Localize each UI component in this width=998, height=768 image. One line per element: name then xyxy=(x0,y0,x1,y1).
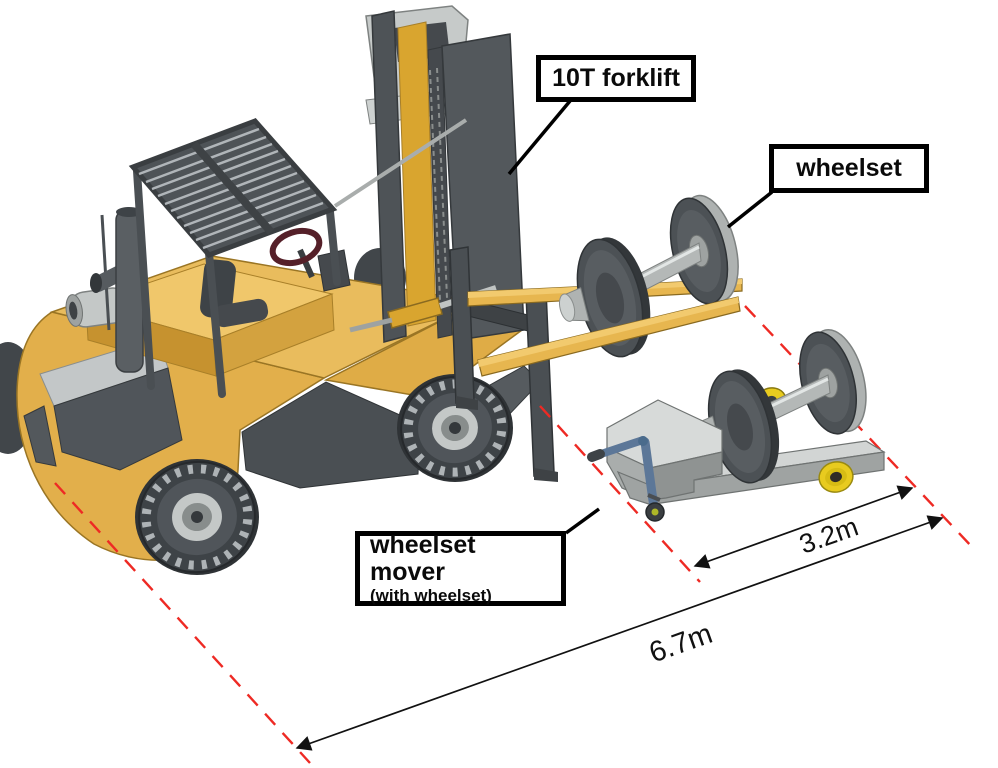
fork-heel-far xyxy=(456,396,478,410)
seat-cushion xyxy=(213,298,269,328)
front-lower-vent xyxy=(23,405,57,467)
rear-wheel xyxy=(138,460,256,574)
mover-body-wedge xyxy=(606,399,723,506)
mast-column-left xyxy=(371,10,407,343)
mover-wheelset xyxy=(691,328,867,484)
annotation-box-wheelset-mover: wheelset mover (with wheelset) xyxy=(355,531,566,606)
lift-hose-rod xyxy=(333,118,468,208)
leader-mover xyxy=(564,507,601,535)
fork-heel-near xyxy=(534,468,558,482)
annotation-box-wheelset: wheelset xyxy=(769,144,929,193)
exhaust-stack xyxy=(90,207,144,373)
muffler xyxy=(65,287,130,328)
leader-forklift xyxy=(507,99,572,176)
wheelset-mover-label: wheelset mover xyxy=(370,530,476,587)
wheelset-illustration xyxy=(477,194,741,377)
forklift-illustration xyxy=(0,5,743,575)
guard-post-right xyxy=(326,208,341,286)
fork-near xyxy=(477,296,741,377)
guard-post-front-left xyxy=(133,167,155,390)
mast-chain-2 xyxy=(436,67,448,299)
mast-chain-1 xyxy=(429,69,441,301)
extension-line-left xyxy=(54,482,311,764)
steering-wheel xyxy=(269,227,323,279)
front-wheel xyxy=(400,375,510,481)
extension-line-right xyxy=(744,305,974,549)
leader-lines xyxy=(507,99,774,535)
wheelset-mover-sublabel: (with wheelset) xyxy=(370,585,492,605)
handle-bracket xyxy=(647,493,661,502)
dimension-extension-lines xyxy=(54,305,974,764)
lower-link-rod xyxy=(349,317,393,333)
leader-wheelset xyxy=(726,190,774,229)
mast-rail-yellow-1 xyxy=(397,21,437,327)
overhead-guard xyxy=(128,118,341,398)
mover-wheelset-near-wheel xyxy=(691,369,780,484)
dimension-arrow-6-7m xyxy=(295,515,944,751)
guard-post-mid-left xyxy=(205,249,226,398)
guard-roof-spine xyxy=(190,141,275,235)
forklift-label: 10T forklift xyxy=(552,63,680,92)
handle-grip xyxy=(587,449,605,462)
annotation-box-forklift: 10T forklift xyxy=(536,55,696,102)
dimension-arrows xyxy=(295,485,944,751)
wheelset-mover-illustration xyxy=(587,328,886,522)
fork-shank-near xyxy=(525,289,555,477)
mast-column-mid xyxy=(427,46,453,339)
wheelset-label: wheelset xyxy=(796,153,902,182)
mover-wheelset-far-wheel xyxy=(799,328,867,435)
cab-side-panel xyxy=(241,381,421,489)
extension-line-middle xyxy=(539,405,701,583)
